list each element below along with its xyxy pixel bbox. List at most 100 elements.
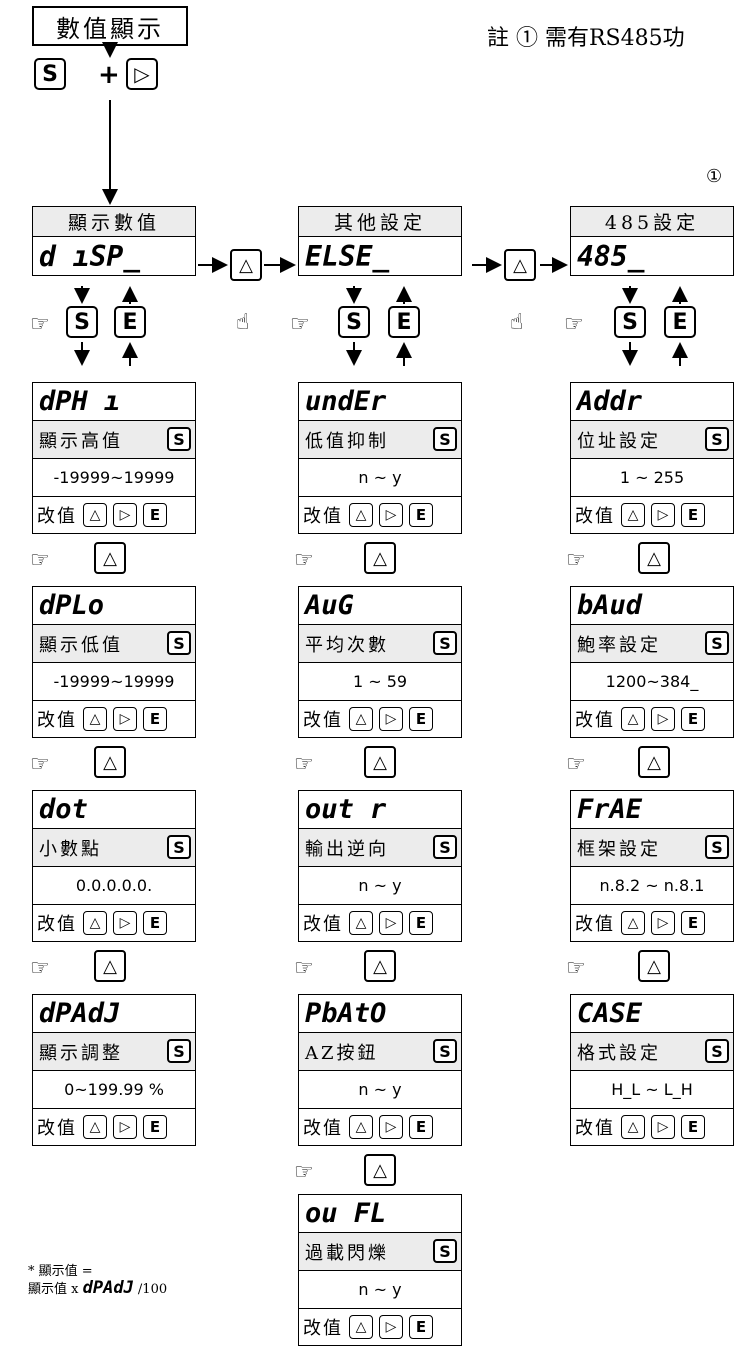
up-key[interactable]: △ [364, 1154, 396, 1186]
up-key[interactable]: △ [83, 1115, 107, 1139]
right-key[interactable]: ▷ [651, 707, 675, 731]
up-key[interactable]: △ [504, 249, 536, 281]
up-key[interactable]: △ [230, 249, 262, 281]
s-key[interactable]: S [433, 1039, 457, 1063]
e-key[interactable]: E [681, 503, 705, 527]
page-title: 數值顯示 [32, 6, 188, 46]
hand-icon: ☞ [566, 956, 586, 981]
param-code: undEr [299, 383, 461, 421]
up-key[interactable]: △ [638, 746, 670, 778]
e-key[interactable]: E [388, 306, 420, 338]
up-key[interactable]: △ [94, 746, 126, 778]
up-key[interactable]: △ [638, 950, 670, 982]
s-key[interactable]: S [433, 631, 457, 655]
up-key[interactable]: △ [364, 950, 396, 982]
up-key[interactable]: △ [83, 707, 107, 731]
segment-display: d ıSP_ [32, 236, 196, 276]
s-key[interactable]: S [614, 306, 646, 338]
s-key[interactable]: S [433, 1239, 457, 1263]
s-key[interactable]: S [167, 835, 191, 859]
hand-icon: ☞ [566, 752, 586, 777]
param-range: n ~ y [299, 867, 461, 905]
right-key[interactable]: ▷ [651, 911, 675, 935]
up-key[interactable]: △ [83, 503, 107, 527]
up-key[interactable]: △ [349, 911, 373, 935]
up-key[interactable]: △ [94, 542, 126, 574]
up-key[interactable]: △ [621, 1115, 645, 1139]
s-key[interactable]: S [34, 58, 66, 90]
footnote-code: dPAdJ [82, 1278, 134, 1298]
s-key[interactable]: S [167, 631, 191, 655]
right-key[interactable]: ▷ [379, 503, 403, 527]
up-key[interactable]: △ [621, 707, 645, 731]
s-key[interactable]: S [167, 427, 191, 451]
e-key[interactable]: E [681, 707, 705, 731]
hand-icon: ☞ [294, 1160, 314, 1185]
param-label: 顯示高值 [39, 430, 123, 452]
right-key[interactable]: ▷ [379, 707, 403, 731]
edit-label: 改值 [575, 506, 615, 527]
e-key[interactable]: E [664, 306, 696, 338]
edit-label: 改值 [303, 1318, 343, 1339]
e-key[interactable]: E [409, 911, 433, 935]
right-key[interactable]: ▷ [379, 911, 403, 935]
hand-icon: ☞ [30, 752, 50, 777]
s-key[interactable]: S [705, 631, 729, 655]
right-key[interactable]: ▷ [651, 503, 675, 527]
up-key[interactable]: △ [638, 542, 670, 574]
e-key[interactable]: E [409, 707, 433, 731]
right-key[interactable]: ▷ [651, 1115, 675, 1139]
e-key[interactable]: E [143, 503, 167, 527]
e-key[interactable]: E [409, 503, 433, 527]
up-key[interactable]: △ [349, 503, 373, 527]
e-key[interactable]: E [409, 1115, 433, 1139]
up-key[interactable]: △ [364, 746, 396, 778]
e-key[interactable]: E [409, 1315, 433, 1339]
right-key[interactable]: ▷ [379, 1315, 403, 1339]
pointer-icon: ☝ [236, 310, 250, 335]
hand-icon: ☞ [294, 548, 314, 573]
right-key[interactable]: ▷ [379, 1115, 403, 1139]
up-key[interactable]: △ [349, 1315, 373, 1339]
e-key[interactable]: E [681, 911, 705, 935]
up-key[interactable]: △ [621, 911, 645, 935]
e-key[interactable]: E [143, 707, 167, 731]
e-key[interactable]: E [114, 306, 146, 338]
column-header: 其他設定 [298, 206, 462, 236]
param-code: AuG [299, 587, 461, 625]
e-key[interactable]: E [143, 1115, 167, 1139]
e-key[interactable]: E [143, 911, 167, 935]
up-key[interactable]: △ [349, 1115, 373, 1139]
s-key[interactable]: S [433, 835, 457, 859]
s-key[interactable]: S [705, 427, 729, 451]
up-key[interactable]: △ [349, 707, 373, 731]
param-range: -19999~19999 [33, 663, 195, 701]
right-key[interactable]: ▷ [113, 911, 137, 935]
up-key[interactable]: △ [94, 950, 126, 982]
s-key[interactable]: S [705, 835, 729, 859]
param-code: dPH ı [33, 383, 195, 421]
column-other: 其他設定 ELSE_ [298, 206, 462, 276]
up-key[interactable]: △ [364, 542, 396, 574]
s-key[interactable]: S [167, 1039, 191, 1063]
e-key[interactable]: E [681, 1115, 705, 1139]
param-range: 0~199.99 % [33, 1071, 195, 1109]
right-key[interactable]: ▷ [113, 503, 137, 527]
right-key[interactable]: ▷ [113, 1115, 137, 1139]
hand-icon: ☞ [30, 548, 50, 573]
s-key[interactable]: S [338, 306, 370, 338]
s-key[interactable]: S [433, 427, 457, 451]
right-key[interactable]: ▷ [126, 58, 158, 90]
right-key[interactable]: ▷ [113, 707, 137, 731]
s-key[interactable]: S [66, 306, 98, 338]
s-key[interactable]: S [705, 1039, 729, 1063]
up-key[interactable]: △ [83, 911, 107, 935]
up-key[interactable]: △ [621, 503, 645, 527]
note-text: 註 ① 需有RS485功 [487, 26, 685, 51]
param-label: 低值抑制 [305, 430, 389, 452]
